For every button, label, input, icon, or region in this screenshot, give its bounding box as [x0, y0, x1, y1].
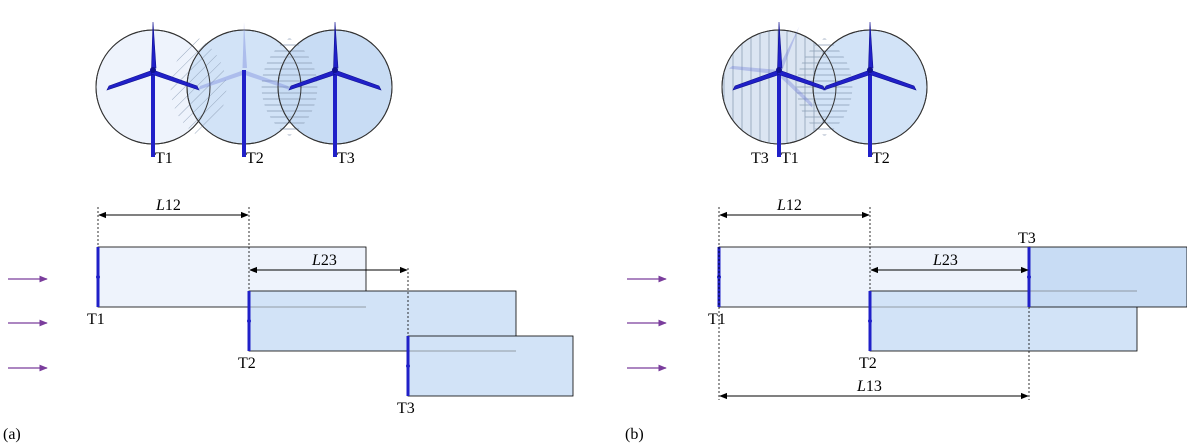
turbine-label-t3: T3: [337, 150, 355, 167]
turbine-label-t1: T1: [155, 150, 173, 167]
bar-label-t2: T2: [859, 355, 877, 372]
bar-label-t3: T3: [397, 400, 415, 417]
wake-strip-t3: [1028, 246, 1187, 308]
turbine-label-t2: T2: [872, 150, 890, 167]
bar-label-t1: T1: [708, 311, 726, 328]
wake-strips-b: [718, 246, 1187, 352]
turbine-label-t1: T1: [781, 150, 799, 167]
dimension-label-l12: L12: [776, 197, 802, 214]
panel-tag-b: (b): [625, 426, 644, 443]
overlap-region-t2-t3: [261, 38, 318, 136]
overlap-region-t1-t2: [170, 38, 227, 136]
panel-tag-a: (a): [3, 426, 21, 443]
bar-label-t3: T3: [1018, 230, 1036, 247]
turbine-label-t3: T3: [751, 150, 769, 167]
dimension-label-l23: L23: [932, 252, 958, 269]
panel-b: T3 T1 T2 T1 T2 T3 L12 L23 L13 (b): [625, 21, 1187, 443]
panel-a: T1 T2 T3 T1 T2 T3 L12 L23: [3, 21, 574, 443]
bar-label-t2: T2: [238, 355, 256, 372]
bar-label-t1: T1: [87, 311, 105, 328]
rotor-discs-b: [721, 29, 928, 145]
wake-strip-t3: [407, 335, 574, 397]
wake-strips: [97, 246, 574, 397]
dimension-label-l13: L13: [856, 378, 882, 395]
dimension-label-l12: L12: [155, 197, 181, 214]
overlap-region-t1-t2: [796, 38, 853, 136]
dimension-label-l23: L23: [311, 252, 337, 269]
turbine-label-t2: T2: [246, 150, 264, 167]
